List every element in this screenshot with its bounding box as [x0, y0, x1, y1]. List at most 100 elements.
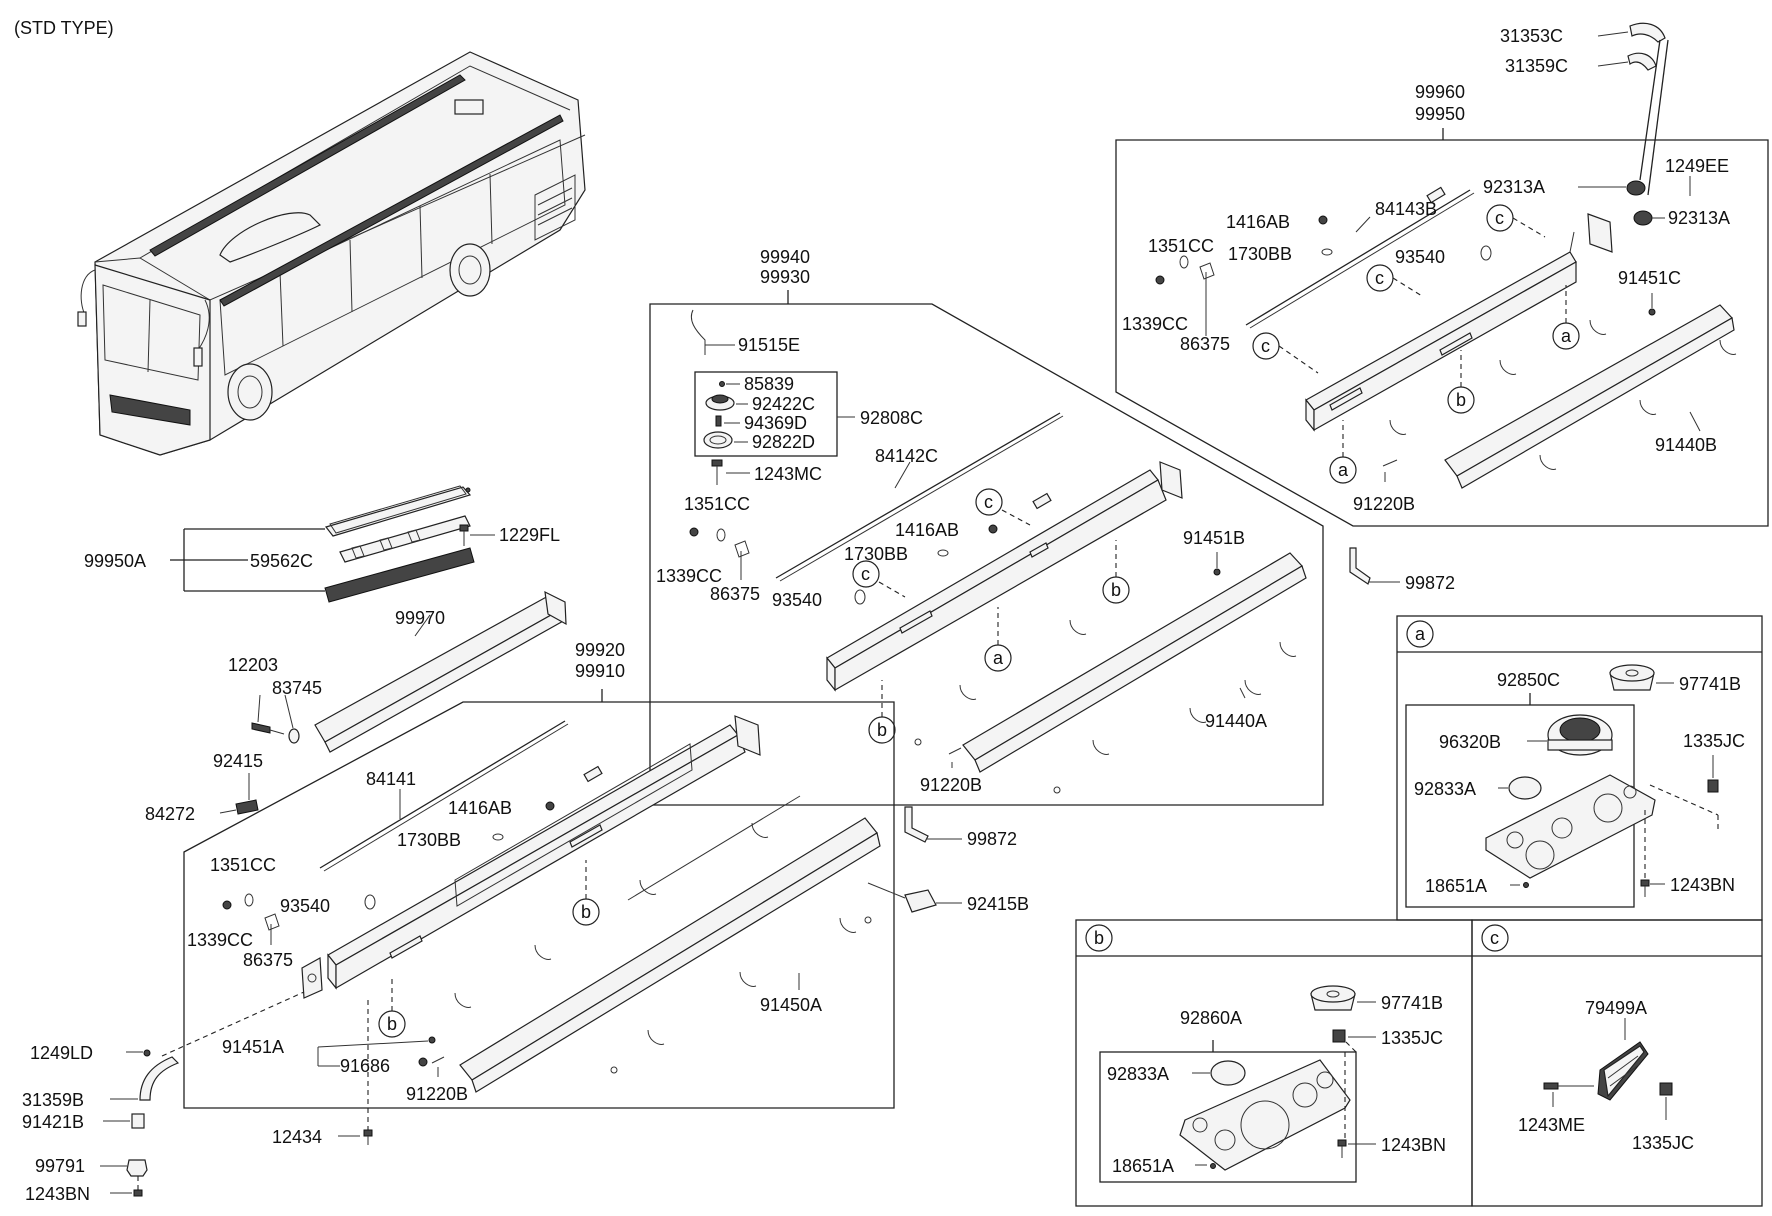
detail-b: b 92860A 97741B 1335JC 92833A 1243BN	[1075, 919, 1473, 1207]
callout-label-b: b	[877, 720, 887, 740]
label-31359C: 31359C	[1505, 56, 1568, 76]
label-86375-left: 86375	[243, 950, 293, 970]
callout-label-b: b	[581, 902, 591, 922]
group-99950A: 99950A 59562C 1229FL	[84, 485, 560, 603]
label-92313A-upper: 92313A	[1483, 177, 1545, 197]
label-59562C: 59562C	[250, 551, 313, 571]
detail-a-tag: a	[1415, 624, 1426, 644]
detail-c: c 79499A 1243ME 1335JC	[1471, 919, 1763, 1207]
label-86375-middle: 86375	[710, 584, 760, 604]
group-99960-99950: 99960 99950 31353C 31359C 92313A 92313A …	[1115, 22, 1769, 527]
hose-and-fasteners-left: 1249LD 31359B 91421B 12434 99791 1243BN	[22, 1000, 373, 1204]
fastener-12203-83745: 12203 83745	[228, 655, 322, 744]
label-84142C: 84142C	[875, 446, 938, 466]
label-99930: 99930	[760, 267, 810, 287]
label-1730BB-right: 1730BB	[1228, 244, 1292, 264]
detail-c-box	[1471, 919, 1763, 1207]
label-92860A: 92860A	[1180, 1008, 1242, 1028]
callout-label-b: b	[1111, 580, 1121, 600]
part-99970: 99970	[314, 590, 567, 753]
detail-c-tag: c	[1490, 928, 1499, 948]
label-91440A: 91440A	[1205, 711, 1267, 731]
label-1243BN-left: 1243BN	[25, 1184, 90, 1204]
group-box-left	[183, 701, 895, 1109]
label-99791: 99791	[35, 1156, 85, 1176]
label-92850C: 92850C	[1497, 670, 1560, 690]
label-91451C: 91451C	[1618, 268, 1681, 288]
label-91220B-middle: 91220B	[920, 775, 982, 795]
label-92313A-lower: 92313A	[1668, 208, 1730, 228]
label-79499A: 79499A	[1585, 998, 1647, 1018]
label-1243BN-a: 1243BN	[1670, 875, 1735, 895]
label-91421B: 91421B	[22, 1112, 84, 1132]
label-92822D: 92822D	[752, 432, 815, 452]
label-93540-right: 93540	[1395, 247, 1445, 267]
label-85839: 85839	[744, 374, 794, 394]
callout-label-a: a	[1338, 460, 1349, 480]
label-18651A-b: 18651A	[1112, 1156, 1174, 1176]
callout-label-c: c	[984, 492, 993, 512]
group-box-middle	[649, 303, 1324, 806]
bracket-99872-middle: 99872	[904, 806, 1017, 849]
label-93540-middle: 93540	[772, 590, 822, 610]
label-1243ME: 1243ME	[1518, 1115, 1585, 1135]
label-99940: 99940	[760, 247, 810, 267]
label-92415: 92415	[213, 751, 263, 771]
part-92415-84272: 92415 84272	[145, 751, 263, 824]
label-99920: 99920	[575, 640, 625, 660]
label-12434: 12434	[272, 1127, 322, 1147]
detail-b-tag: b	[1094, 928, 1104, 948]
label-1416AB-right: 1416AB	[1226, 212, 1290, 232]
bus-illustration	[77, 51, 586, 456]
label-99872-right: 99872	[1405, 573, 1455, 593]
label-97741B-a: 97741B	[1679, 674, 1741, 694]
label-1243MC: 1243MC	[754, 464, 822, 484]
label-84141: 84141	[366, 769, 416, 789]
label-92833A-b: 92833A	[1107, 1064, 1169, 1084]
callout-label-c: c	[1495, 208, 1504, 228]
label-1229FL: 1229FL	[499, 525, 560, 545]
label-92422C: 92422C	[752, 394, 815, 414]
label-1351CC-middle: 1351CC	[684, 494, 750, 514]
label-86375-right: 86375	[1180, 334, 1230, 354]
callout-label-b: b	[387, 1014, 397, 1034]
label-1249LD: 1249LD	[30, 1043, 93, 1063]
label-91515E: 91515E	[738, 335, 800, 355]
label-31359B: 31359B	[22, 1090, 84, 1110]
label-92415B: 92415B	[967, 894, 1029, 914]
callout-label-c: c	[1261, 336, 1270, 356]
label-94369D: 94369D	[744, 413, 807, 433]
label-99960: 99960	[1415, 82, 1465, 102]
label-1416AB-middle: 1416AB	[895, 520, 959, 540]
callout-label-b: b	[1456, 390, 1466, 410]
label-1730BB-left: 1730BB	[397, 830, 461, 850]
label-91686: 91686	[340, 1056, 390, 1076]
callout-label-c: c	[1375, 268, 1384, 288]
label-1335JC-c: 1335JC	[1632, 1133, 1694, 1153]
label-1730BB-middle: 1730BB	[844, 544, 908, 564]
group-99920-99910: 99920 99910 84141 1416AB 1730BB 1351CC 1…	[183, 640, 895, 1109]
label-97741B-b: 97741B	[1381, 993, 1443, 1013]
label-1249EE: 1249EE	[1665, 156, 1729, 176]
callout-label-c: c	[861, 564, 870, 584]
label-92833A-a: 92833A	[1414, 779, 1476, 799]
label-91440B: 91440B	[1655, 435, 1717, 455]
label-12203: 12203	[228, 655, 278, 675]
label-99950A: 99950A	[84, 551, 146, 571]
inset-box-92808C	[694, 371, 838, 457]
label-99950: 99950	[1415, 104, 1465, 124]
label-99970: 99970	[395, 608, 445, 628]
part-92415B: 92415B	[867, 882, 1029, 914]
group-99940-99930: 99940 99930 91515E 92808C 85839 92422C 9…	[649, 247, 1324, 806]
label-99872-middle: 99872	[967, 829, 1017, 849]
label-91451B: 91451B	[1183, 528, 1245, 548]
label-83745: 83745	[272, 678, 322, 698]
label-96320B: 96320B	[1439, 732, 1501, 752]
label-84143B: 84143B	[1375, 199, 1437, 219]
label-1416AB-left: 1416AB	[448, 798, 512, 818]
group-box-right	[1115, 139, 1769, 527]
std-type-label: (STD TYPE)	[14, 18, 114, 38]
label-84272: 84272	[145, 804, 195, 824]
